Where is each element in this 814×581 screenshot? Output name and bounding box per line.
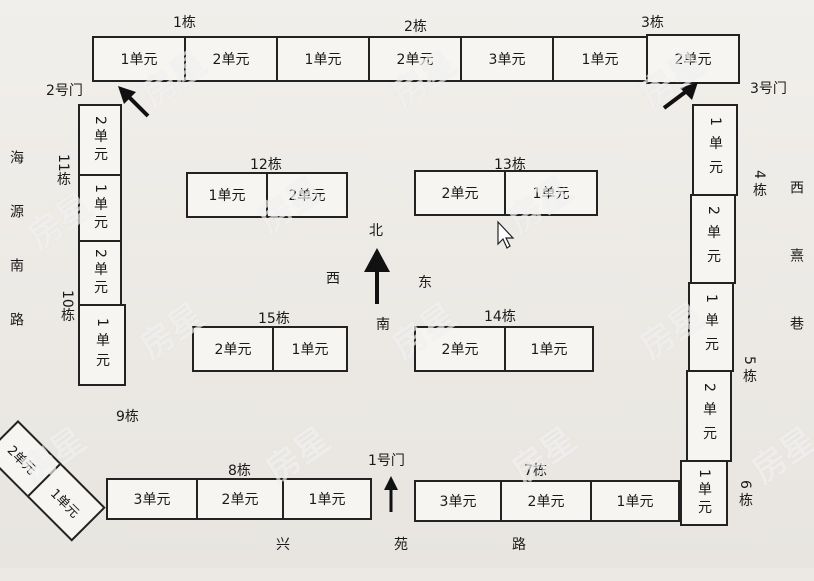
gate-2-arrow	[126, 94, 150, 118]
building-10-unit-2: 2单元	[78, 240, 122, 306]
building-3-label: 3栋	[641, 15, 664, 31]
building-11-unit-2-text: 2单元	[92, 115, 108, 165]
building-5-unit-1: 1单元	[688, 282, 734, 372]
building-6-unit-1-text: 1单元	[696, 468, 712, 518]
building-4-label: 4栋	[748, 170, 770, 207]
building-4-unit-2-text: 2单元	[705, 205, 721, 273]
building-9-label: 9栋	[116, 409, 139, 425]
building-14-label: 14栋	[484, 309, 516, 325]
building-5-unit-2: 2单元	[686, 370, 732, 462]
building-4-unit-1: 1单元	[692, 104, 738, 196]
building-11-label-text: 11栋	[55, 154, 71, 186]
compass-north: 北	[369, 223, 383, 239]
building-10-unit-1: 1单元	[78, 304, 126, 386]
building-10-label-text: 10栋	[59, 290, 75, 322]
building-5-label-text: 5栋	[741, 356, 757, 387]
building-15-unit-2: 2单元	[192, 326, 274, 372]
building-3-unit-1: 1单元	[552, 36, 648, 82]
building-6-unit-1: 1单元	[680, 460, 728, 526]
building-6-label: 6栋	[734, 480, 756, 517]
building-4-label-text: 4栋	[751, 170, 767, 201]
building-10-unit-2-text: 2单元	[92, 248, 108, 298]
road-south-text: 兴苑路	[276, 537, 630, 553]
building-7-unit-3: 3单元	[414, 480, 502, 522]
compass-east: 东	[418, 275, 432, 291]
building-1-unit-1: 1单元	[92, 36, 186, 82]
building-4-unit-2: 2单元	[690, 194, 736, 284]
building-8-label: 8栋	[228, 463, 251, 479]
building-14-unit-2: 2单元	[414, 326, 506, 372]
building-4-unit-1-text: 1单元	[707, 116, 723, 184]
building-10-unit-1-text: 1单元	[94, 317, 110, 373]
gate-3-label: 3号门	[750, 81, 787, 97]
building-13-label: 13栋	[494, 157, 526, 173]
building-11-unit-1-text: 1单元	[92, 183, 108, 233]
building-8-unit-1: 1单元	[282, 478, 372, 520]
building-10-label: 10栋	[54, 290, 80, 328]
building-15-unit-1: 1单元	[272, 326, 348, 372]
building-5-unit-2-text: 2单元	[701, 382, 717, 450]
building-12-unit-2: 2单元	[266, 172, 348, 218]
road-west-text: 海源南路	[8, 150, 24, 366]
gate-3-arrow	[662, 88, 690, 110]
compass-west: 西	[326, 271, 340, 287]
building-7-unit-1: 1单元	[590, 480, 680, 522]
building-3-unit-3: 3单元	[460, 36, 554, 82]
building-11-unit-2: 2单元	[78, 104, 122, 176]
gate-2-arrow-head	[118, 86, 136, 104]
building-5-unit-1-text: 1单元	[703, 293, 719, 361]
building-7-label: 7栋	[524, 463, 547, 479]
building-1-unit-2: 2单元	[184, 36, 278, 82]
building-8-unit-2: 2单元	[196, 478, 284, 520]
building-15-label: 15栋	[258, 311, 290, 327]
arrows-layer	[118, 82, 698, 512]
building-14-unit-1: 1单元	[504, 326, 594, 372]
building-6-label-text: 6栋	[737, 480, 753, 511]
building-8-unit-3: 3单元	[106, 478, 198, 520]
site-plan: 1栋 2栋 3栋 1单元 2单元 1单元 2单元 3单元 1单元 2单元 2号门…	[0, 0, 814, 568]
building-11-label: 11栋	[50, 154, 76, 192]
road-east-label: 西熹巷	[786, 180, 804, 390]
gate-3-arrow-head	[680, 82, 698, 100]
building-2-unit-2: 2单元	[368, 36, 462, 82]
road-east-text: 西熹巷	[788, 180, 804, 384]
mouse-cursor-icon	[497, 220, 515, 249]
gate-1-arrow-head	[384, 476, 398, 490]
building-2-unit-1: 1单元	[276, 36, 370, 82]
road-west-label: 海源南路	[6, 150, 24, 372]
gate-2-label: 2号门	[46, 83, 83, 99]
building-5-label: 5栋	[738, 356, 760, 393]
north-arrow-head	[364, 248, 390, 272]
building-13-unit-1: 1单元	[504, 170, 598, 216]
building-2-label: 2栋	[404, 19, 427, 35]
building-12-label: 12栋	[250, 157, 282, 173]
road-south-label: 兴苑路	[276, 534, 630, 554]
building-3-unit-2: 2单元	[646, 34, 740, 84]
building-1-label: 1栋	[173, 15, 196, 31]
gate-1-label: 1号门	[368, 453, 405, 469]
compass-south: 南	[376, 317, 390, 333]
building-13-unit-2: 2单元	[414, 170, 506, 216]
